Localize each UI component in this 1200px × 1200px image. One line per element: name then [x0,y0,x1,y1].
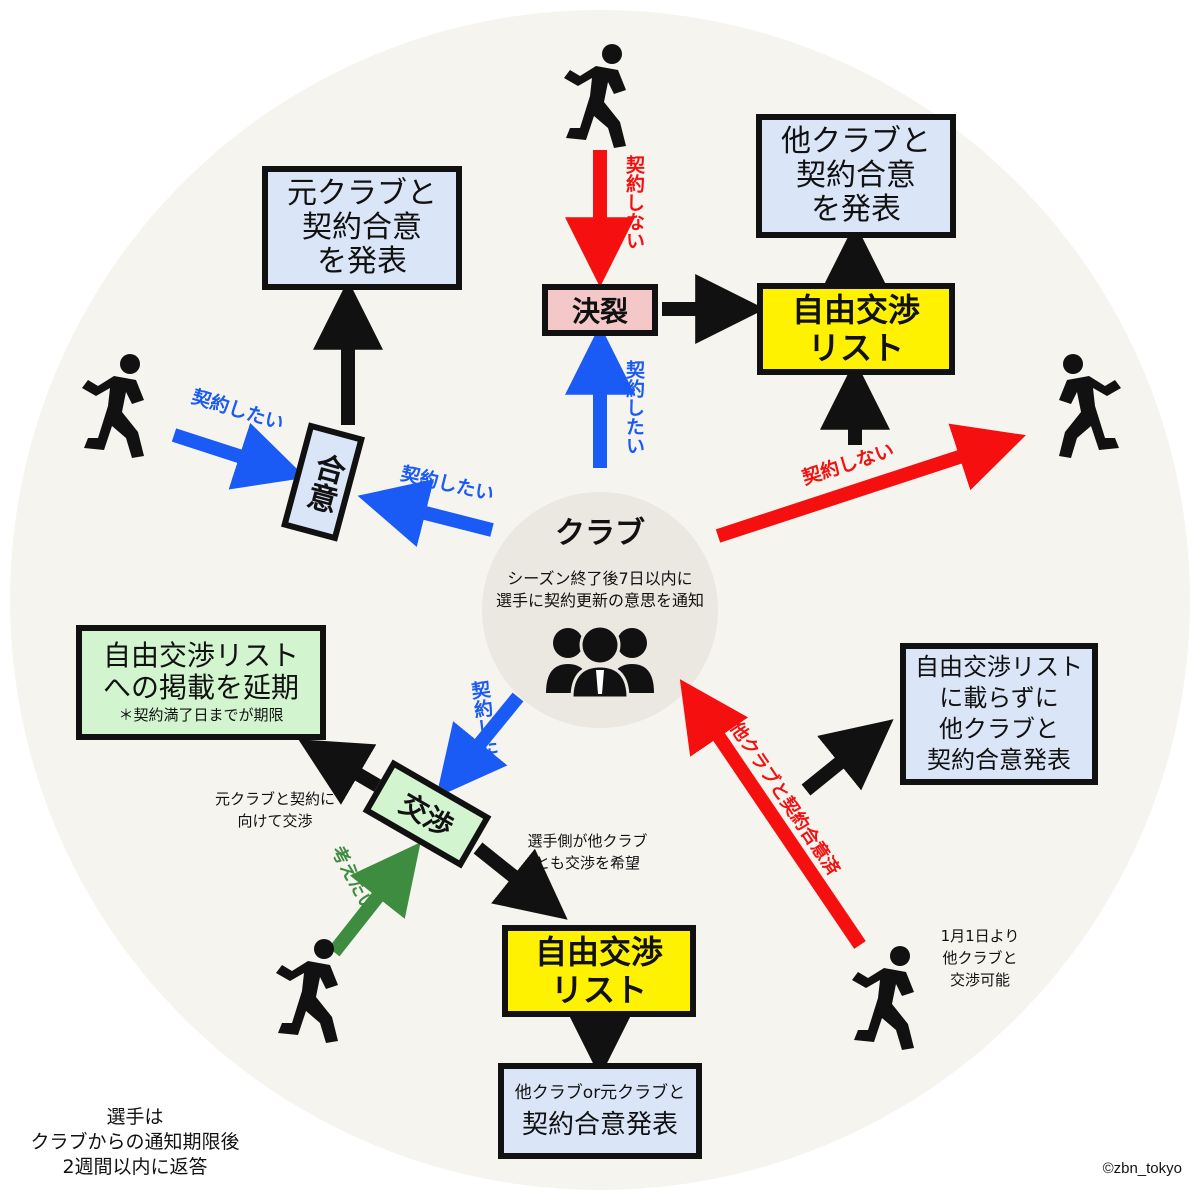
note-line: 2週間以内に返答 [62,1156,208,1178]
box-line: 自由交渉リスト [102,638,299,672]
box-line: 元クラブと [287,176,437,211]
arrow-kosho-to-postpone [298,739,389,805]
box-line: 他クラブと [781,124,931,159]
box-line: 自由交渉リスト [915,653,1083,681]
box-postpone: 自由交渉リスト への掲載を延期 ＊契約満了日までが期限 [76,625,326,740]
box-line: 自由交渉 [791,291,920,329]
arrow-to-not-listed [801,719,894,796]
note-line: 交渉可能 [949,971,1010,989]
box-line: への掲載を延期 [102,670,299,704]
box-free-list-top: 自由交渉 リスト [757,283,955,375]
note-player-wants-other: 選手側が他クラブ とも交渉を希望 [500,830,675,874]
arrow-kosho-to-freelist [473,842,568,920]
club-desc-line-1: シーズン終了後7日以内に [507,569,693,588]
box-line: 契約合意 [796,158,916,193]
club-title: クラブ [555,516,645,551]
box-line: を発表 [811,192,901,227]
note-player-reply: 選手は クラブからの通知期限後 2週間以内に返答 [10,1105,260,1180]
box-other-or-former-announce: 他クラブor元クラブと 契約合意発表 [498,1063,702,1159]
label-no-contract-top-text: 契約しない [623,155,645,250]
label-want-contract-top: 契約したい [623,360,645,459]
arrow-think-to-kosho [328,842,421,957]
club-center-disc [482,492,718,728]
box-line: 他クラブor元クラブと [514,1083,686,1103]
box-free-list-bottom: 自由交渉 リスト [502,925,696,1017]
note-line: 向けて交渉 [237,812,313,830]
label-no-contract-top: 契約しない [623,155,645,254]
box-line: 他クラブと [939,715,1059,743]
note-jan1: 1月1日より 他クラブと 交渉可能 [920,925,1040,991]
box-postpone-note: ＊契約満了日までが期限 [118,705,284,724]
box-line: 契約合意発表 [927,746,1071,774]
group-of-people-icon [546,624,654,700]
note-line: とも交渉を希望 [534,854,640,872]
box-line: 自由交渉 [534,933,663,971]
arrow-club-to-goui [357,479,494,547]
arrow-player-to-goui [171,422,306,490]
box-other-club-announce-top: 他クラブと 契約合意 を発表 [756,114,956,238]
box-line: 合意 [298,448,349,516]
credit: ©zbn_tokyo [1103,1160,1182,1177]
note-line: 元クラブと契約に [214,790,335,808]
box-former-club-announce: 元クラブと 契約合意 を発表 [262,166,462,290]
box-line: に載らずに [939,684,1059,712]
box-line: 契約合意 [302,210,422,245]
box-line: リスト [807,329,904,367]
arrow-club-to-kosho [436,692,524,798]
box-line: 契約合意発表 [521,1110,678,1140]
note-line: クラブからの通知期限後 [30,1131,240,1153]
box-line: を発表 [317,244,407,279]
note-line: 他クラブと [942,949,1018,967]
label-want-contract-top-text: 契約したい [623,360,645,455]
box-not-listed-announce: 自由交渉リスト に載らずに 他クラブと 契約合意発表 [900,643,1098,785]
note-line: 選手は [106,1106,164,1128]
note-negotiate-former: 元クラブと契約に 向けて交渉 [190,788,360,832]
box-line: リスト [550,971,647,1009]
box-line: 決裂 [571,295,628,328]
club-description: シーズン終了後7日以内に 選手に契約更新の意思を通知 [470,568,730,612]
arrow-club-no-contract [715,423,1026,543]
note-line: 1月1日より [940,927,1020,945]
club-desc-line-2: 選手に契約更新の意思を通知 [495,591,704,610]
arrow-agreed-other-to-club [679,679,866,949]
box-ketsuretsu: 決裂 [542,284,658,336]
note-line: 選手側が他クラブ [527,832,648,850]
